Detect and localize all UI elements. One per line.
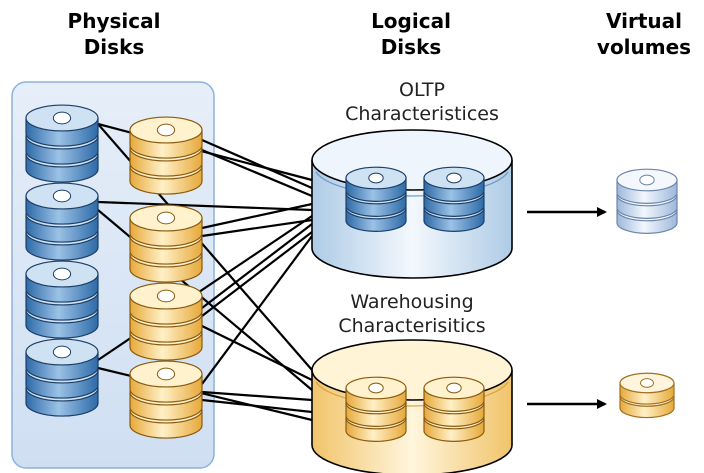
connection-line bbox=[201, 398, 313, 414]
disk-stack-icon bbox=[129, 204, 203, 283]
disk-stack-icon bbox=[129, 116, 203, 195]
disk-stack-icon bbox=[345, 376, 407, 442]
connection-line bbox=[201, 390, 313, 402]
disk-stack-icon bbox=[345, 166, 407, 232]
connection-line bbox=[201, 148, 313, 198]
connection-line bbox=[97, 200, 313, 212]
connection-line bbox=[201, 235, 313, 385]
disk-stack-icon bbox=[423, 166, 485, 232]
connection-line bbox=[201, 202, 313, 230]
disk-stack-icon bbox=[129, 360, 203, 439]
disk-stack-icon bbox=[129, 282, 203, 361]
disk-stack-icon bbox=[25, 182, 99, 261]
connection-line bbox=[201, 218, 313, 238]
disk-stack-icon bbox=[25, 260, 99, 339]
connection-line bbox=[201, 325, 313, 381]
disk-stack-icon bbox=[25, 104, 99, 183]
connection-line bbox=[201, 138, 313, 190]
disk-stack-icon bbox=[619, 372, 675, 419]
connection-line bbox=[201, 223, 313, 309]
disk-stack-icon bbox=[616, 168, 678, 234]
connection-line bbox=[201, 231, 313, 317]
disk-stack-icon bbox=[423, 376, 485, 442]
disk-stack-icon bbox=[25, 338, 99, 417]
